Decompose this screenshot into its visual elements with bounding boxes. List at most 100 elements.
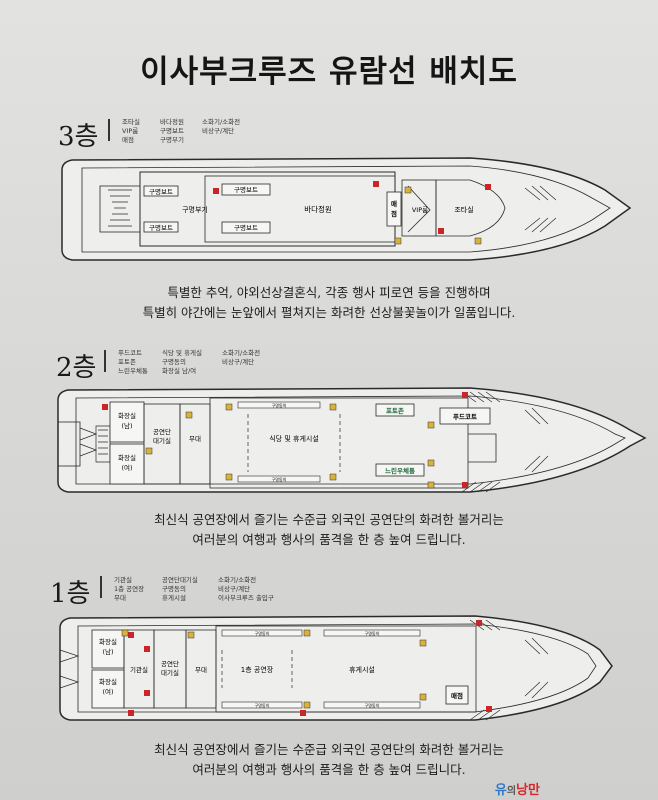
floor-2-caption-line-2: 여러분의 여행과 행사의 품격을 한 층 높여 드립니다. — [192, 532, 466, 547]
performer-waiting-1f-label-1: 공연단 — [161, 659, 179, 668]
floor-1-legend-col-3: 소화기/소화전 비상구/계단 이사부크루즈 출입구 — [218, 576, 274, 602]
bridge-label: 조타실 — [454, 205, 473, 214]
life-vest-box-1f-label: 구명동의 — [255, 630, 270, 636]
exit-marker — [187, 631, 195, 639]
exit-marker — [225, 403, 233, 411]
exit-marker — [427, 481, 435, 489]
life-vest-box-1f — [323, 701, 421, 709]
performer-waiting-2f-label-2: 대기실 — [153, 436, 171, 445]
food-court-2f — [439, 407, 491, 425]
floor-2-caption-line-1: 최신식 공연장에서 즐기는 수준급 외국인 공연단의 화려한 볼거리는 — [154, 512, 504, 527]
floor-2-legend-col-3: 소화기/소화전 비상구/계단 — [222, 349, 261, 366]
exit-marker — [185, 411, 193, 419]
life-vest-box-1f — [221, 701, 303, 709]
exit-marker — [303, 701, 311, 709]
exit-marker — [329, 473, 337, 481]
lifeboat-3f-3 — [221, 183, 271, 196]
photo-zone-2f — [375, 403, 415, 417]
floor-2-legend-col-1: 푸드코트 포토존 느린우체통 — [118, 349, 148, 375]
life-vest-box-1f-label: 구명동의 — [365, 702, 380, 708]
restroom-female-2f-label: 화장실 — [118, 453, 136, 462]
extinguisher-marker — [373, 181, 379, 187]
hull-inner-2f — [75, 395, 626, 485]
restroom-male-1f-label: 화장실 — [99, 637, 117, 646]
floor-3-caption-line-2: 특별히 야간에는 눈앞에서 펼쳐지는 화려한 선상불꽃놀이가 일품입니다. — [142, 305, 516, 320]
extinguisher-marker — [128, 710, 134, 716]
rest-area-1f-label: 휴게시설 — [349, 665, 375, 674]
life-vest-box-1f — [323, 629, 421, 637]
engine-room-1f-label: 기관실 — [130, 665, 148, 674]
exit-marker — [474, 237, 482, 245]
exit-marker — [121, 629, 129, 637]
floor-2-divider — [104, 350, 106, 372]
life-vest-box-2f — [237, 475, 321, 483]
restroom-male-2f — [109, 401, 145, 443]
hull-outline-2f — [57, 387, 647, 493]
floor-1-divider — [100, 576, 102, 598]
lifeboat-3f-1 — [143, 185, 179, 197]
exit-marker — [419, 639, 427, 647]
watermark-part-3: 낭만 — [516, 783, 540, 798]
page-title: 이사부크루즈 유람선 배치도 — [140, 54, 518, 90]
exit-marker — [145, 447, 153, 455]
lifeboat-3f-2-label: 구명보트 — [149, 223, 173, 232]
life-vest-box-2f — [237, 401, 321, 409]
watermark-part-2: 의 — [506, 786, 517, 797]
bridge-3f — [435, 179, 506, 237]
shop-3f — [386, 191, 402, 227]
extinguisher-marker — [462, 392, 468, 398]
restroom-male-2f-sub: (남) — [121, 421, 132, 430]
floor-1-ship-plan: 화장실 (남) 화장실 (여) 기관실 공연단 대기실 무대 1층 공연장 휴게… — [59, 615, 613, 721]
restroom-male-1f — [91, 629, 125, 669]
sea-garden-label: 바다정원 — [304, 204, 332, 214]
hull-inner-1f — [77, 623, 597, 713]
extinguisher-marker — [128, 632, 134, 638]
exit-marker — [329, 403, 337, 411]
extinguisher-marker — [485, 184, 491, 190]
extinguisher-marker — [300, 710, 306, 716]
floor-2-caption: 최신식 공연장에서 즐기는 수준급 외국인 공연단의 화려한 볼거리는 여러분의… — [0, 510, 658, 550]
floor-3-label: 3층 — [58, 122, 99, 152]
extinguisher-marker — [476, 620, 482, 626]
restroom-male-1f-sub: (남) — [102, 647, 113, 656]
restroom-female-1f-label: 화장실 — [99, 677, 117, 686]
extinguisher-marker — [486, 706, 492, 712]
photo-zone-2f-label: 포토존 — [386, 407, 404, 415]
watermark-part-1: 유 — [494, 783, 507, 798]
exit-marker — [303, 629, 311, 637]
floor-2-ship-plan: 화장실 (남) 화장실 (여) 공연단 대기실 무대 구명동의 구명동의 식당 … — [57, 387, 647, 493]
exit-marker — [427, 459, 435, 467]
floor-1-caption-line-2: 여러분의 여행과 행사의 품격을 한 층 높여 드립니다. — [192, 762, 466, 777]
dining-2f-label: 식당 및 휴게시설 — [269, 434, 319, 443]
restroom-female-1f — [91, 669, 125, 709]
floor-1-caption-line-1: 최신식 공연장에서 즐기는 수준급 외국인 공연단의 화려한 볼거리는 — [154, 742, 504, 757]
hall-1f-label: 1층 공연장 — [241, 665, 274, 674]
floor-1-legend-col-2: 공연단대기실 구명동의 휴게시설 — [162, 576, 198, 602]
floor-1-legend-col-1: 기관실 1층 공연장 무대 — [114, 576, 145, 602]
performer-waiting-1f-label-2: 대기실 — [161, 668, 179, 677]
lifeboat-3f-4-label: 구명보트 — [234, 223, 258, 232]
lifeboat-3f-3-label: 구명보트 — [234, 185, 258, 194]
shop-3f-label-1: 매 — [391, 199, 397, 208]
stage-1f-label: 무대 — [195, 666, 207, 674]
exit-marker — [225, 473, 233, 481]
restroom-female-2f — [109, 443, 145, 485]
hull-outline-1f — [59, 615, 613, 721]
extinguisher-marker — [213, 188, 219, 194]
performer-waiting-2f-label-1: 공연단 — [153, 427, 171, 436]
exit-marker — [404, 186, 412, 194]
extinguisher-marker — [144, 646, 150, 652]
hull-inner-3f — [81, 165, 611, 253]
vip-room-label: VIP룸 — [412, 206, 428, 214]
food-court-2f-label: 푸드코트 — [453, 413, 477, 421]
floor-2-legend-col-2: 식당 및 휴게실 구명동의 화장실 남/여 — [162, 349, 203, 375]
floor-3-legend-col-2: 바다정원 구명보트 구명부기 — [160, 118, 184, 144]
extinguisher-marker — [462, 482, 468, 488]
stern-detail-1f — [59, 649, 80, 689]
floor-1-caption: 최신식 공연장에서 즐기는 수준급 외국인 공연단의 화려한 볼거리는 여러분의… — [0, 740, 658, 780]
floor-3-caption: 특별한 추억, 야외선상결혼식, 각종 행사 피로연 등을 진행하며 특별히 야… — [0, 283, 658, 323]
life-vest-box-1f-label: 구명동의 — [365, 630, 380, 636]
life-vest-box-2f-label: 구명동의 — [272, 476, 287, 482]
hull-outline-3f — [61, 157, 632, 261]
bow-hatching-3f — [524, 185, 557, 233]
